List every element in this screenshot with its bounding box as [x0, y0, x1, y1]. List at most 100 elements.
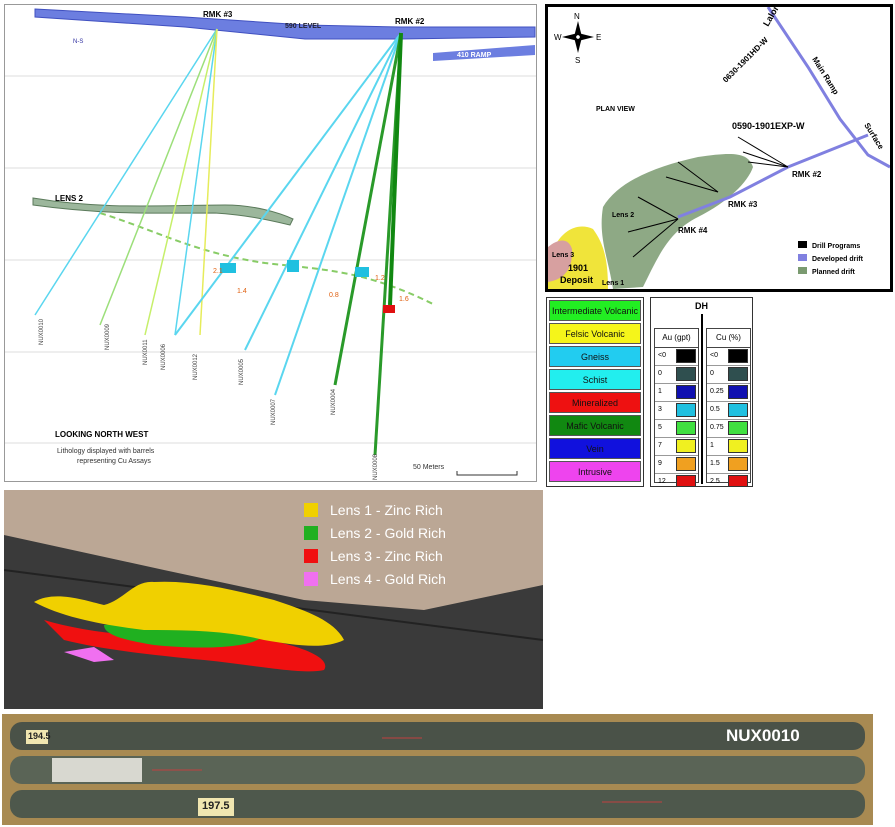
cu-column: Cu (%) <0 0 0.25 0.5 0.75 1 1.5 2.5	[706, 328, 751, 486]
legend-lens2: Lens 2 - Gold Rich	[304, 525, 446, 541]
hole-label: NUX0006	[161, 343, 167, 370]
assay-legend: DH Au (gpt) <0 0 1 3 5 7 9 12 Cu (%) <0 …	[650, 297, 753, 487]
lith-intermediate-volcanic: Intermediate Volcanic	[549, 300, 641, 321]
plan-legend: Drill Programs Developed drift Planned d…	[798, 241, 864, 276]
lens1-plan-label: Lens 1	[602, 280, 624, 287]
planned-drift-area	[601, 154, 753, 289]
north-arrow-label: N-S	[73, 39, 83, 45]
target-trace	[99, 212, 436, 306]
hole-label: NUX0007	[271, 398, 277, 425]
cu-header: Cu (%)	[707, 329, 750, 348]
au-row: 5	[655, 420, 698, 438]
svg-text:1.6: 1.6	[399, 296, 409, 303]
hole-label: NUX0008	[373, 453, 379, 480]
cu-row: 0	[707, 366, 750, 384]
level-label: 590 LEVEL	[285, 23, 322, 30]
drill-fans	[627, 136, 789, 258]
core-row-1	[10, 722, 865, 750]
depth-tag-2-label: 197.5	[202, 800, 230, 812]
legend-lens1: Lens 1 - Zinc Rich	[304, 502, 443, 518]
hole-label: NUX0004	[331, 388, 337, 415]
lithology-legend: Intermediate Volcanic Felsic Volcanic Gn…	[546, 297, 644, 487]
svg-text:2.1: 2.1	[213, 268, 223, 275]
ramp-label: 410 RAMP	[457, 52, 492, 59]
lith-schist: Schist	[549, 369, 641, 390]
hole-label: NUX0011	[143, 339, 149, 365]
au-header: Au (gpt)	[655, 329, 698, 348]
plan-view-label: PLAN VIEW	[596, 106, 635, 113]
lens2-label: LENS 2	[55, 194, 84, 203]
lith-mafic-volcanic: Mafic Volcanic	[549, 415, 641, 436]
note-line-1: Lithology displayed with barrels	[57, 448, 155, 455]
au-row: 12	[655, 474, 698, 486]
rmk3-label: RMK #3	[203, 10, 233, 19]
lith-intrusive: Intrusive	[549, 461, 641, 482]
core-marks	[152, 737, 662, 803]
level-590-drift	[34, 8, 536, 40]
depth-tag-1-label: 194.5	[28, 731, 51, 741]
core-hole-id: NUX0010	[726, 726, 800, 745]
lens-4-solid	[64, 647, 114, 662]
lens3-plan-label: Lens 3	[552, 252, 574, 259]
cu-row: 1	[707, 438, 750, 456]
au-row: <0	[655, 348, 698, 366]
hole-label: NUX0005	[239, 358, 245, 385]
model-3d-drawing	[4, 535, 543, 709]
lens-1-solid	[34, 581, 344, 646]
cu-row: 0.75	[707, 420, 750, 438]
cu-row: 2.5	[707, 474, 750, 486]
cross-section-panel: 2.1 1.4 0.8 1.2 1.6 RMK #3 RMK #2 590 LEVEL…	[4, 4, 537, 482]
lith-mineralized: Mineralized	[549, 392, 641, 413]
svg-text:N: N	[574, 12, 580, 21]
rmk2-plan-label: RMK #2	[792, 170, 822, 179]
assay-labels: 2.1 1.4 0.8 1.2 1.6	[213, 268, 409, 303]
drift-label: 0630-1901HD-W	[721, 35, 770, 84]
svg-text:E: E	[596, 33, 601, 42]
depth-tag-1	[26, 730, 48, 744]
drill-core-photo: 194.5 197.5 NUX0010	[2, 714, 873, 825]
svg-text:1.4: 1.4	[237, 288, 247, 295]
assay-barrels	[220, 260, 395, 313]
core-tray-drawing	[2, 714, 873, 825]
rmk4-plan-label: RMK #4	[678, 226, 708, 235]
rmk2-label: RMK #2	[395, 17, 425, 26]
exp-label: 0590-1901EXP-W	[732, 121, 805, 131]
plan-view-panel: N S W E Lalor 0630-1901HD-W Main Ramp PL…	[545, 4, 893, 292]
au-row: 9	[655, 456, 698, 474]
cu-row: <0	[707, 348, 750, 366]
core-row-3	[10, 790, 865, 818]
rmk3-plan-label: RMK #3	[728, 200, 758, 209]
hole-label: NUX0010	[39, 318, 45, 345]
lens2-plan-label: Lens 2	[612, 212, 634, 219]
assay-title: DH	[695, 301, 708, 311]
deposit-label-2: Deposit	[560, 275, 593, 285]
drill-holes-rmk2	[174, 32, 403, 456]
svg-text:1.2: 1.2	[375, 275, 385, 282]
lith-vein: Vein	[549, 438, 641, 459]
au-row: 0	[655, 366, 698, 384]
lalor-label: Lalor	[761, 7, 781, 28]
grid-lines	[5, 75, 536, 444]
svg-text:Developed drift: Developed drift	[812, 256, 864, 263]
drill-holes-rmk3	[34, 28, 218, 336]
note-line-2: representing Cu Assays	[77, 458, 151, 465]
cu-row: 1.5	[707, 456, 750, 474]
ramp-410-drift	[433, 45, 535, 61]
lens-2-outline	[32, 197, 294, 226]
view-label: LOOKING NORTH WEST	[55, 430, 148, 439]
scale-label: 50 Meters	[413, 464, 445, 471]
depth-tag-2	[198, 798, 234, 816]
cu-row: 0.5	[707, 402, 750, 420]
hole-label: NUX0009	[105, 323, 111, 350]
legend-lens4: Lens 4 - Gold Rich	[304, 571, 446, 587]
legend-lens3: Lens 3 - Zinc Rich	[304, 548, 443, 564]
hole-labels: NUX0010 NUX0009 NUX0011 NUX0006 NUX0012 …	[39, 318, 379, 480]
cross-section-drawing: 2.1 1.4 0.8 1.2 1.6 RMK #3 RMK #2 590 LEVEL…	[5, 8, 536, 480]
svg-text:0.8: 0.8	[329, 292, 339, 299]
lens3-shape	[548, 240, 573, 282]
core-row-2	[10, 756, 865, 784]
plan-view-drawing: N S W E Lalor 0630-1901HD-W Main Ramp PL…	[548, 7, 890, 289]
core-pale-segment	[52, 758, 142, 782]
assay-divider	[701, 314, 703, 484]
hole-label: NUX0012	[193, 353, 199, 380]
